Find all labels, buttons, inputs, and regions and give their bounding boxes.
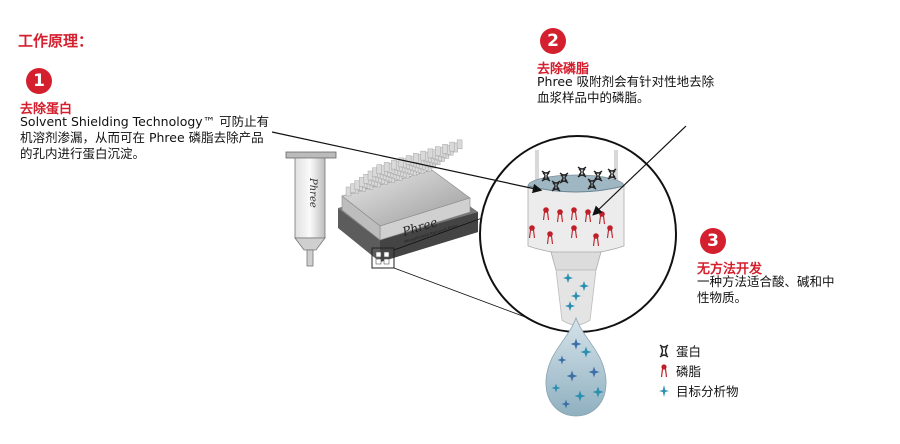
phospholipid-head [557,209,563,215]
plate-well [413,153,419,163]
step-1-badge: 1 [26,68,52,94]
protein-molecule [577,166,587,178]
well-cross-section [527,150,625,326]
protein-molecule [607,168,617,180]
step-1-line-2: 机溶剂渗漏，从而可在 Phree 磷脂去除产品 [20,130,264,145]
plate-illustration: Phree Phospholipid Removal Plate [338,139,478,269]
analyte-star [557,355,567,365]
step-3-heading: 无方法开发 [697,262,763,277]
step-2-badge: 2 [540,28,566,54]
legend-protein-label: 蛋白 [676,344,702,359]
analyte-star [579,281,589,291]
analyte-stars-droplet [551,338,604,409]
phospholipid-head [593,233,599,239]
plate-well [427,148,434,159]
analyte-star [570,338,582,350]
protein-molecule [593,170,603,182]
analyte-star [561,399,571,409]
plate-well [442,144,448,154]
step-2-heading: 去除磷脂 [537,62,590,77]
phospholipid-icon [660,363,668,377]
protein-molecule [541,170,551,182]
phospholipid-head [607,225,613,231]
step-1-body: Solvent Shielding Technology™ 可防止有 机溶剂渗漏… [20,114,269,162]
analyte-star [563,273,573,283]
arrow-step-2 [592,125,687,216]
protein-molecule [587,178,597,190]
legend-phospholipid: 磷脂 [658,361,701,380]
analyte-stars-tip [563,273,589,311]
tube-label: Phree [307,177,318,208]
legend-analyte: 目标分析物 [658,381,739,400]
step-3-body: 一种方法适合酸、碱和中 性物质。 [697,274,835,306]
phospholipid-head [543,207,549,213]
phospholipid-tail [584,213,592,223]
analyte-star [574,390,586,402]
plate-well [435,146,441,156]
zoom-line-top [393,212,497,251]
legend-phospholipid-label: 磷脂 [676,364,702,379]
phospholipid-head [585,209,591,215]
step-2-line-1: Phree 吸附剂会有针对性地去除 [537,74,715,89]
plate-well [420,150,426,161]
phospholipid-tail [570,211,578,221]
step-1-line-3: 的孔内进行蛋白沉淀。 [20,146,146,161]
step-3-badge: 3 [700,228,726,254]
step-1-heading: 去除蛋白 [20,102,73,117]
analyte-star [551,383,561,393]
analyte-star [565,301,575,311]
protein-icon [659,343,669,358]
legend-protein: 蛋白 [658,341,701,360]
phospholipid-tail [570,229,578,239]
proteins-group [541,166,617,192]
plate-well [376,164,382,174]
step-2-line-2: 血浆样品中的磷脂。 [537,90,650,105]
phospholipids-group [528,207,614,247]
step-2-body: Phree 吸附剂会有针对性地去除 血浆样品中的磷脂。 [537,74,714,106]
protein-molecule [551,180,561,192]
plate-well [449,141,455,152]
droplet [545,316,607,417]
phospholipid-tail [606,229,614,239]
step-3-line-2: 性物质。 [697,290,748,305]
phospholipid-tail [556,213,564,223]
analyte-star [592,386,604,398]
tube-illustration: Phree [285,151,337,267]
page-title: 工作原理： [18,32,94,50]
plate-wells [345,139,463,197]
analyte-star-icon [659,384,669,397]
phospholipid-head [547,231,553,237]
legend-analyte-label: 目标分析物 [676,384,739,399]
arrow-step-1 [271,131,543,194]
phospholipid-tail [598,215,606,225]
analyte-star [566,370,578,382]
phospholipid-head [571,225,577,231]
phospholipid-head [529,225,535,231]
phospholipid-tail [546,235,554,245]
plate-well [456,139,463,150]
plate-well [391,159,397,170]
phospholipid-tail [542,211,550,221]
analyte-star [571,291,581,301]
plate-well [405,155,412,165]
phospholipid-tail [592,237,600,247]
analyte-star [580,346,592,358]
plate-well [398,157,404,168]
phospholipid-head [571,207,577,213]
step-3-line-1: 一种方法适合酸、碱和中 [697,274,835,289]
step-1-line-1: Solvent Shielding Technology™ 可防止有 [20,114,270,129]
phospholipid-tail [528,229,536,239]
protein-molecule [559,172,569,184]
analyte-star [588,366,600,378]
plate-well [383,162,390,172]
